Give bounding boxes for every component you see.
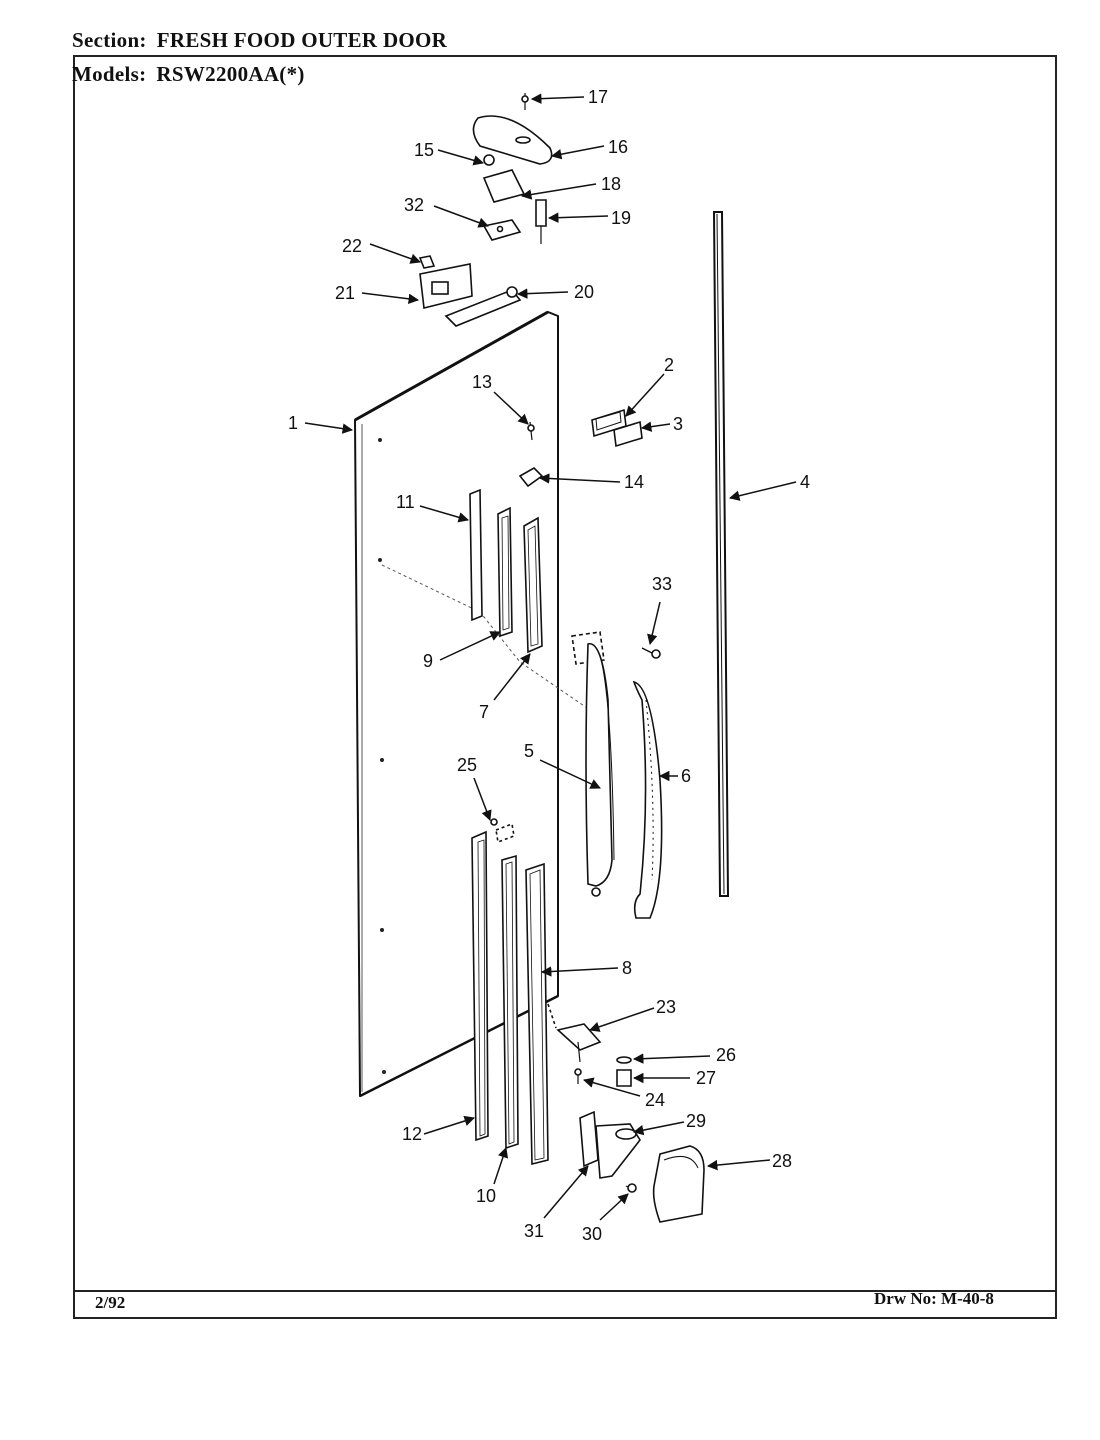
callout-19: 19 [611, 208, 631, 228]
callout-14: 14 [624, 472, 644, 492]
callout-31: 31 [524, 1221, 544, 1241]
callout-33: 33 [652, 574, 672, 594]
models-value: RSW2200AA(*) [156, 62, 305, 86]
callout-1: 1 [288, 413, 298, 433]
callout-29: 29 [686, 1111, 706, 1131]
callout-6: 6 [681, 766, 691, 786]
models-title: Models: RSW2200AA(*) [72, 62, 305, 87]
callout-12: 12 [402, 1124, 422, 1144]
door-handle-assembly [571, 631, 663, 919]
callout-26: 26 [716, 1045, 736, 1065]
callout-10: 10 [476, 1186, 496, 1206]
callout-24: 24 [645, 1090, 665, 1110]
callout-28: 28 [772, 1151, 792, 1171]
trim-strip-4 [712, 211, 730, 897]
callout-22: 22 [342, 236, 362, 256]
drawing-number: Drw No: M-40-8 [874, 1289, 994, 1308]
callout-32: 32 [404, 195, 424, 215]
upper-hinge-parts [418, 93, 553, 327]
callout-2: 2 [664, 355, 674, 375]
lower-rails [471, 818, 549, 1166]
callout-7: 7 [479, 702, 489, 722]
callout-15: 15 [414, 140, 434, 160]
door-panel-screw-holes [378, 438, 386, 1074]
upper-rails [469, 488, 543, 654]
callout-9: 9 [423, 651, 433, 671]
models-label: Models: [72, 62, 147, 86]
section-value: FRESH FOOD OUTER DOOR [156, 28, 448, 52]
section-title: Section: FRESH FOOD OUTER DOOR [72, 28, 447, 53]
callout-17: 17 [588, 87, 608, 107]
callout-25: 25 [457, 755, 477, 775]
callout-leader-lines [304, 93, 797, 1221]
callout-13: 13 [472, 372, 492, 392]
callout-3: 3 [673, 414, 683, 434]
callout-4: 4 [800, 472, 810, 492]
parts-2-3-13-14 [518, 408, 643, 488]
callout-5: 5 [524, 741, 534, 761]
callout-30: 30 [582, 1224, 602, 1244]
footer-divider [73, 1290, 1057, 1292]
section-label: Section: [72, 28, 147, 52]
callout-18: 18 [601, 174, 621, 194]
callout-23: 23 [656, 997, 676, 1017]
callout-27: 27 [696, 1068, 716, 1088]
callout-numbers: 1 2 3 4 5 6 7 8 9 10 11 12 13 14 15 16 1… [288, 87, 810, 1244]
callout-21: 21 [335, 283, 355, 303]
footer-date: 2/92 [95, 1293, 126, 1312]
callout-16: 16 [608, 137, 628, 157]
callout-20: 20 [574, 282, 594, 302]
callout-11: 11 [396, 492, 415, 512]
lower-hinge-parts [547, 1003, 705, 1223]
drawing-frame [73, 55, 1057, 1319]
callout-8: 8 [622, 958, 632, 978]
